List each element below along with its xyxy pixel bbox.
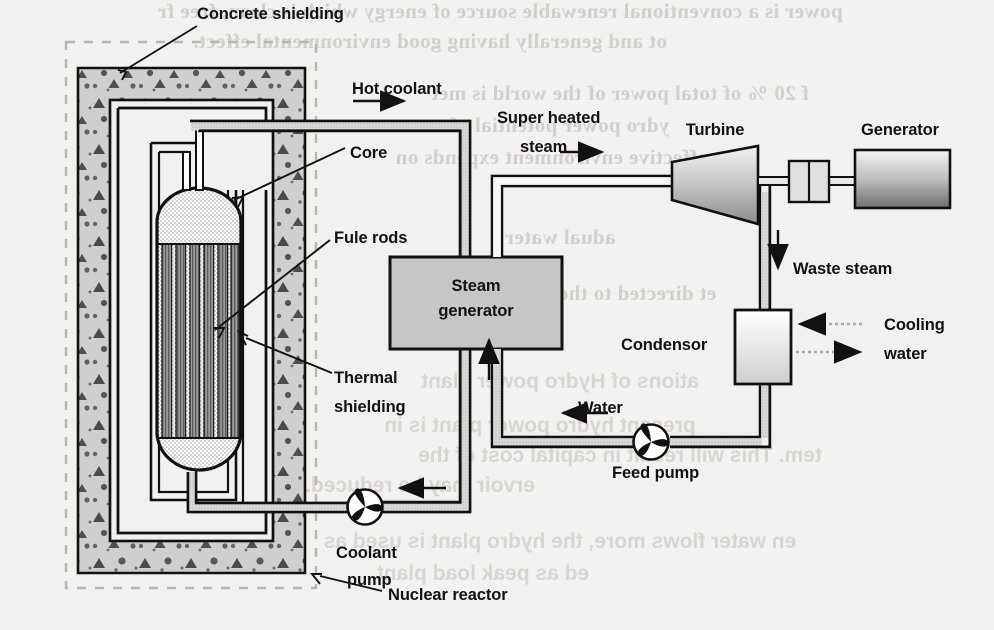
leader-concrete-shielding [119, 25, 198, 74]
label-condensor: Condensor [621, 336, 708, 354]
label-waste-steam: Waste steam [793, 260, 892, 278]
cooling-water-lines [796, 312, 863, 364]
label-core: Core [350, 144, 387, 162]
nuclear-reactor-boundary [64, 40, 318, 590]
flow-arrows [353, 90, 789, 499]
steam-generator-label-line2: generator [438, 302, 514, 320]
secondary-steam-loop [490, 174, 772, 449]
label-fuel-rods: Fule rods [334, 229, 407, 247]
svg-text:tem. This will result in capit: tem. This will result in capital cost of… [418, 444, 822, 467]
label-coolant-pump-line1: Coolant [336, 544, 397, 562]
label-hot-coolant: Hot coolant [352, 80, 442, 98]
svg-text:f 20 % of total power of the w: f 20 % of total power of the world is me… [431, 81, 809, 105]
label-thermal-shielding-line1: Thermal [334, 369, 398, 387]
svg-text:en water flows more, the hydro: en water flows more, the hydro plant is … [324, 530, 797, 553]
label-generator: Generator [861, 121, 940, 139]
feed-pump[interactable] [632, 423, 670, 461]
turbine[interactable] [670, 144, 760, 226]
steam-generator-label-line1: Steam [451, 277, 500, 295]
label-coolant-pump-line2: pump [347, 571, 392, 589]
label-nuclear-reactor: Nuclear reactor [388, 586, 508, 604]
leader-nuclear-reactor [319, 575, 383, 592]
label-super-heated-steam-line2: steam [520, 138, 567, 156]
primary-coolant-loop [186, 119, 472, 514]
svg-text:adual water: adual water [504, 225, 615, 249]
svg-text:ervoir may be reduced.: ervoir may be reduced. [305, 474, 535, 497]
coolant-pump[interactable] [346, 488, 384, 526]
steam-generator[interactable]: Steam generator [388, 255, 564, 351]
label-concrete-shielding: Concrete shielding [197, 5, 344, 23]
fuel-rod-bank [159, 243, 240, 439]
svg-text:ations of Hydro power plant: ations of Hydro power plant [421, 370, 699, 393]
svg-text:ed as peak load plant.: ed as peak load plant. [371, 562, 589, 585]
label-super-heated-steam-line1: Super heated [497, 109, 600, 127]
leader-lines [117, 25, 383, 592]
svg-text:ydro power potential of: ydro power potential of [450, 113, 670, 137]
condenser[interactable] [733, 308, 793, 386]
label-cooling-water-line2: water [883, 345, 927, 363]
svg-text:power is a conventional renewa: power is a conventional renewable source… [157, 0, 842, 23]
label-thermal-shielding-line2: shielding [334, 398, 406, 416]
label-cooling-water-line1: Cooling [884, 316, 945, 334]
label-feed-pump: Feed pump [612, 464, 699, 482]
reactor-core-vessel [155, 186, 243, 472]
label-water: Water [578, 399, 623, 417]
generator[interactable] [853, 148, 952, 210]
leader-fuel-rods [214, 239, 331, 331]
svg-text:n effective environment expend: n effective environment expends on [395, 145, 724, 169]
concrete-shielding [76, 66, 307, 575]
leader-thermal-shielding [245, 337, 333, 374]
shaft-coupling [787, 159, 831, 204]
leader-core [233, 147, 346, 201]
label-turbine: Turbine [686, 121, 745, 139]
